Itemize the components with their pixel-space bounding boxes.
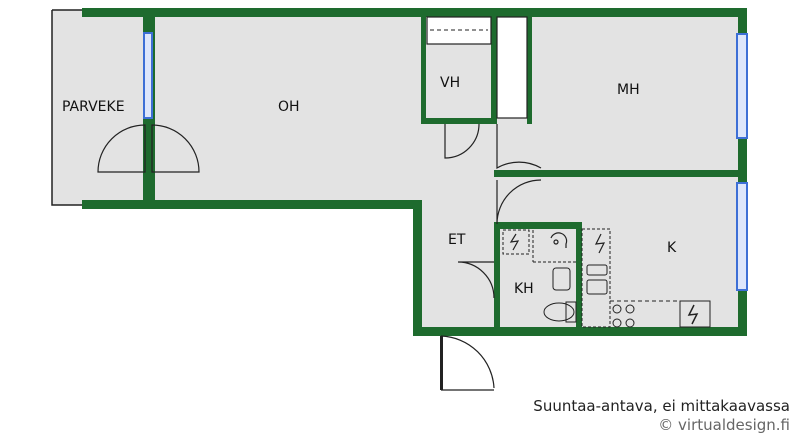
floor-area (52, 10, 745, 335)
room-label-k: K (667, 240, 677, 256)
washer-bolt-icon (509, 233, 520, 251)
room-label-kh: KH (514, 281, 534, 297)
oven-bolt-icon (687, 304, 699, 325)
windows (143, 32, 748, 291)
interior-walls (421, 17, 745, 336)
scale-disclaimer: Suuntaa-antava, ei mittakaavassa (533, 397, 790, 415)
shower-icon (550, 232, 568, 248)
entrance-door-leaf (440, 336, 443, 390)
bathroom-fixtures (502, 229, 577, 323)
room-label-vh: VH (440, 75, 460, 91)
room-label-et: ET (448, 232, 466, 248)
kitchen-fixtures (581, 228, 711, 328)
room-label-parveke: PARVEKE (62, 99, 125, 115)
room-label-oh: OH (278, 99, 300, 115)
copyright-credit: © virtualdesign.fi (658, 416, 790, 434)
room-label-mh: MH (617, 82, 640, 98)
fridge-bolt-icon (594, 233, 606, 254)
balcony-frame (51, 9, 82, 206)
